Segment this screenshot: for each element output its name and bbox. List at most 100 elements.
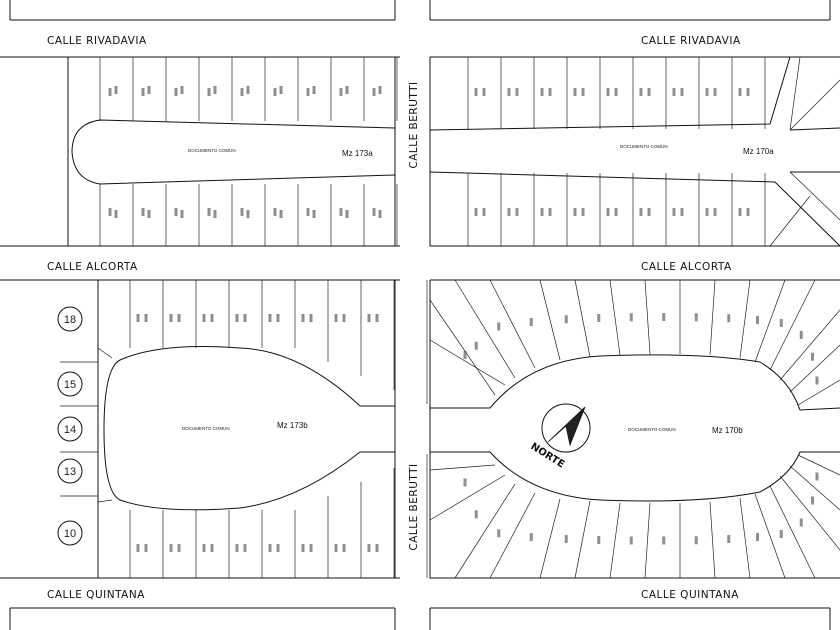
lot-division-line (769, 279, 816, 371)
street-edges (0, 56, 840, 579)
lot-dimension-mark (529, 533, 533, 541)
street-label-rivadavia-left: CALLE RIVADAVIA (47, 35, 147, 47)
lot-dimension-mark (811, 352, 814, 361)
lot-dimension-mark (463, 351, 467, 359)
lot-dimension-mark (243, 314, 247, 322)
lot-dimension-mark (147, 210, 151, 218)
lot-division-line (97, 347, 113, 359)
lot-dimension-mark (235, 314, 239, 322)
lot-dimension-mark (694, 313, 698, 322)
lot-dimension-mark (811, 496, 814, 505)
lot-division-line (454, 483, 516, 579)
lot-dimension-mark (738, 208, 742, 216)
lot-dimension-mark (301, 314, 305, 322)
lot-dimension-mark (240, 88, 244, 96)
lot-number-circle (57, 520, 83, 546)
lot-dimension-mark (779, 530, 783, 538)
lot-dimension-mark (497, 322, 501, 331)
lot-dimension-mark (515, 208, 519, 216)
lot-dimension-mark (268, 314, 272, 322)
lot-number-label: 18 (64, 314, 76, 326)
lot-division-line (574, 500, 591, 579)
lot-dimension-mark (339, 88, 343, 96)
lot-dimension-mark (680, 88, 684, 96)
lot-division-line (779, 309, 840, 381)
lot-dimension-mark (548, 208, 552, 216)
lot-dimension-mark (136, 314, 140, 322)
lot-dimension-mark (629, 313, 633, 322)
lot-dimension-mark (639, 208, 643, 216)
lot-dimension-mark (507, 208, 511, 216)
lot-dimension-mark (309, 314, 313, 322)
lot-division-line (789, 171, 840, 221)
lot-dimension-mark (482, 208, 486, 216)
lot-dimension-mark (279, 86, 283, 94)
lot-dimension-mark (246, 210, 250, 218)
lot-dimension-mark (180, 86, 184, 94)
lot-dimension-mark (210, 544, 214, 552)
block-mz170b-common-label: DOCUMENTO COMUN (628, 427, 676, 432)
sheet-frame (9, 0, 831, 630)
lot-dimension-mark (474, 208, 478, 216)
lot-dimension-mark (144, 544, 148, 552)
lot-dimension-mark (169, 314, 173, 322)
lot-dimension-mark (334, 314, 338, 322)
lot-division-line (789, 465, 840, 511)
lot-dimension-mark (114, 86, 118, 94)
lot-dimension-mark (345, 86, 349, 94)
lot-dimension-mark (727, 314, 731, 323)
lot-dimension-mark (564, 315, 568, 324)
lot-dimension-mark (378, 86, 382, 94)
lot-division-line (489, 492, 536, 579)
lot-division-line (739, 497, 751, 579)
lot-division-line (789, 79, 840, 131)
lot-dimension-mark (639, 88, 643, 96)
lot-dimension-mark (573, 88, 577, 96)
lot-division-line (709, 501, 716, 579)
lot-dimension-mark (507, 88, 511, 96)
block-mz170a-lots (467, 56, 840, 247)
lot-dimension-mark (147, 86, 151, 94)
lot-dimension-mark (614, 208, 618, 216)
street-label-quintana-right: CALLE QUINTANA (641, 589, 739, 601)
lot-dimension-mark (367, 314, 371, 322)
lot-dimension-mark (606, 88, 610, 96)
lot-division-line (489, 279, 536, 369)
street-label-berutti-lower: CALLE BERUTTI (408, 463, 420, 550)
block-mz173a-name: Mz 173a (342, 149, 373, 158)
lot-dimension-mark (301, 544, 305, 552)
lot-dimension-mark (515, 88, 519, 96)
block-mz170a-name: Mz 170a (743, 147, 774, 156)
lot-dimension-mark (309, 544, 313, 552)
lot-dimension-mark (705, 208, 709, 216)
lot-dimension-mark (306, 208, 310, 216)
block-mz173b: DOCUMENTO COMUN Mz 173b (97, 279, 428, 579)
block-mz170a-common-label: DOCUMENTO COMUN (620, 144, 668, 149)
lot-dimension-mark (482, 88, 486, 96)
lot-division-line (769, 195, 811, 247)
lot-number-circle (57, 458, 83, 484)
lot-dimension-mark (268, 544, 272, 552)
lot-dimension-mark (345, 210, 349, 218)
lot-dimension-mark (680, 208, 684, 216)
lot-dimension-mark (169, 544, 173, 552)
lot-dimension-mark (177, 314, 181, 322)
lot-division-line (429, 299, 496, 396)
lot-dimension-mark (756, 533, 759, 541)
street-label-alcorta-left: CALLE ALCORTA (47, 261, 138, 273)
lot-dimension-mark (276, 314, 280, 322)
lot-dimension-mark (342, 544, 346, 552)
lot-number-circle (57, 306, 83, 332)
lot-dimension-mark (581, 208, 585, 216)
lot-dimension-mark (240, 208, 244, 216)
lot-dimension-mark (573, 208, 577, 216)
lot-division-line (754, 279, 786, 363)
lot-dimension-mark (799, 518, 803, 527)
lot-dimension-mark (367, 544, 371, 552)
block-mz173b-common-label: DOCUMENTO COMUN (182, 426, 230, 431)
lot-dimension-mark (207, 208, 211, 216)
lot-dimension-mark (177, 544, 181, 552)
lot-dimension-mark (548, 88, 552, 96)
lot-dimension-mark (213, 210, 217, 218)
lot-division-line (574, 279, 591, 358)
